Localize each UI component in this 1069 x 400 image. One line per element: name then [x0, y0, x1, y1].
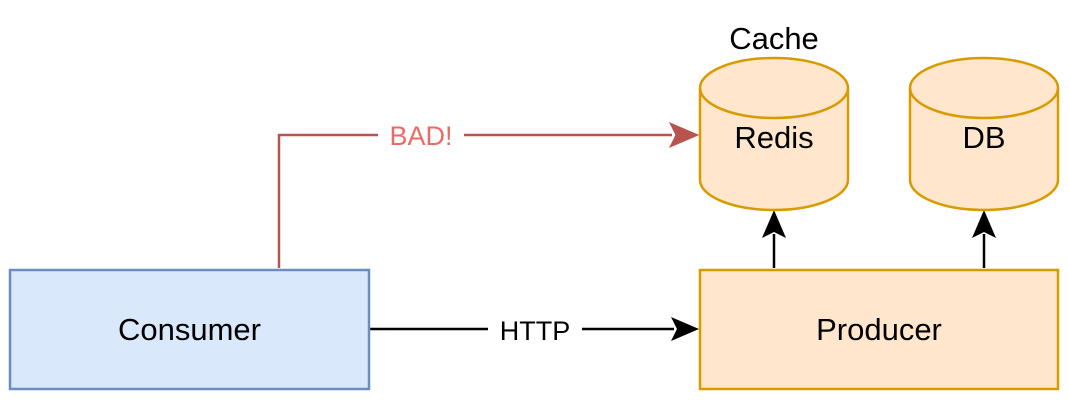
bad-label: BAD! [389, 121, 452, 151]
producer-box [698, 268, 1060, 391]
edge-producer-to-db [972, 210, 996, 268]
consumer-label: Consumer [118, 312, 261, 347]
producer-label: Producer [816, 312, 942, 347]
redis-node[interactable]: Redis Cache [698, 21, 850, 212]
edge-bad: BAD! [277, 118, 700, 268]
http-label: HTTP [500, 316, 571, 346]
db-cylinder-rim [908, 87, 1060, 120]
bad-connector-line [277, 133, 672, 268]
db-label: DB [962, 120, 1005, 155]
consumer-node[interactable]: Consumer [8, 268, 371, 391]
http-label-background [488, 313, 582, 347]
producer-node[interactable]: Producer [698, 268, 1060, 391]
edge-producer-to-redis [762, 210, 786, 268]
bad-label-background [378, 118, 464, 152]
db-node[interactable]: DB [908, 56, 1060, 212]
db-cylinder-icon [908, 56, 1060, 212]
producer-db-arrowhead [972, 210, 996, 238]
cache-caption: Cache [729, 21, 819, 56]
redis-cylinder-icon [698, 56, 850, 212]
producer-redis-arrowhead [762, 210, 786, 238]
edge-http: HTTP [370, 313, 699, 347]
consumer-box [8, 268, 371, 391]
bad-arrowhead [668, 122, 700, 148]
http-arrowhead [671, 317, 699, 341]
redis-label: Redis [734, 120, 813, 155]
redis-cylinder-rim [698, 87, 850, 120]
